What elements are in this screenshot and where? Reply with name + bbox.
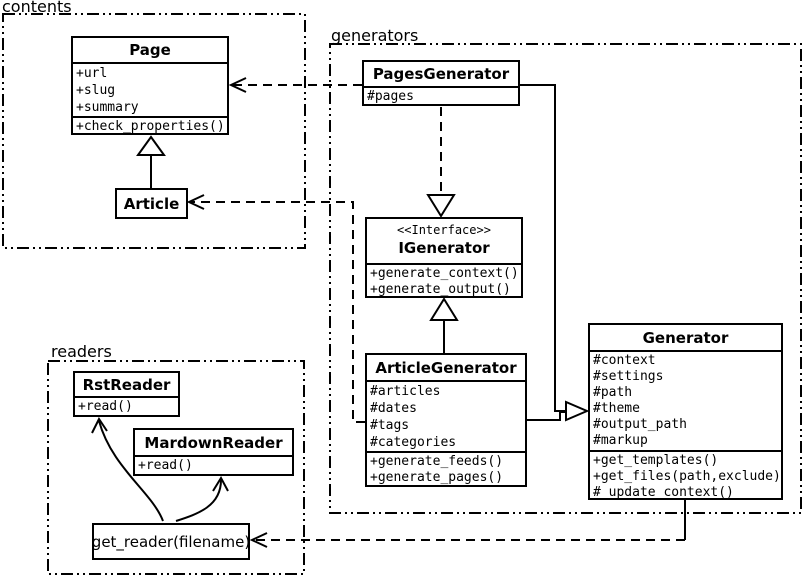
- attribute-row: #context: [593, 353, 656, 368]
- class-generator-methods: +get_templates() +get_files(path,exclude…: [590, 450, 781, 498]
- class-pagesgenerator: PagesGenerator #pages: [362, 60, 520, 106]
- attribute-row: #tags: [370, 418, 410, 433]
- class-article-title: Article: [123, 194, 180, 213]
- class-page-title: Page: [129, 41, 171, 59]
- class-igenerator-stereotype: <<Interface>>: [397, 223, 491, 237]
- class-mardownreader-methods: +read(): [135, 455, 292, 474]
- dependency-articlegenerator-to-article: [186, 194, 365, 423]
- package-border-generators: [329, 43, 802, 514]
- attribute-row: #pages: [367, 89, 414, 104]
- package-label-readers: readers: [51, 342, 112, 361]
- class-generator-title: Generator: [642, 328, 729, 347]
- dependency-pagesgenerator-to-page: [228, 77, 362, 93]
- attribute-row: #output_path: [593, 417, 687, 432]
- class-rstreader: RstReader +read(): [73, 371, 180, 417]
- method-row: +check_properties(): [76, 119, 225, 133]
- generalization-articlegenerator-to-igenerator: [429, 297, 459, 353]
- package-label-generators: generators: [331, 26, 419, 45]
- attribute-row: #categories: [370, 435, 457, 450]
- function-get-reader: get_reader(filename): [92, 523, 250, 560]
- class-page: Page +url +slug +summary +check_properti…: [71, 36, 229, 135]
- class-pagesgenerator-attributes: #pages: [364, 86, 518, 104]
- attribute-row: #articles: [370, 384, 441, 399]
- method-row: +generate_pages(): [370, 470, 504, 485]
- class-page-attributes: +url +slug +summary: [73, 62, 227, 116]
- realization-pagesgenerator-to-igenerator: [426, 107, 456, 218]
- class-igenerator-title: IGenerator: [398, 239, 490, 257]
- method-row: +get_files(path,exclude): [593, 469, 781, 484]
- attribute-row: +summary: [76, 100, 139, 115]
- generalization-articlegenerator-to-generator: [527, 400, 590, 422]
- class-mardownreader-title: MardownReader: [144, 433, 283, 452]
- method-row: +read(): [138, 458, 193, 473]
- class-igenerator: <<Interface>> IGenerator +generate_conte…: [365, 217, 523, 298]
- attribute-row: +slug: [76, 83, 116, 98]
- method-row: #_update_context(): [593, 485, 734, 498]
- attribute-row: +url: [76, 66, 108, 81]
- dependency-generator-to-getreader: [249, 500, 686, 548]
- class-generator: Generator #context #settings #path #them…: [588, 323, 783, 500]
- class-mardownreader: MardownReader +read(): [133, 428, 294, 476]
- attribute-row: #theme: [593, 401, 640, 416]
- generalization-article-to-page: [136, 135, 166, 189]
- attribute-row: #settings: [593, 369, 664, 384]
- method-row: +read(): [78, 399, 133, 414]
- class-rstreader-title: RstReader: [82, 375, 171, 394]
- arrow-getreader-to-mardownreader: [175, 475, 229, 522]
- package-border-readers: [47, 360, 305, 575]
- class-articlegenerator-attributes: #articles #dates #tags #categories: [367, 380, 525, 451]
- arrow-getreader-to-rstreader: [91, 417, 164, 522]
- class-page-methods: +check_properties(): [73, 116, 227, 133]
- method-row: +get_templates(): [593, 453, 719, 468]
- attribute-row: #dates: [370, 401, 417, 416]
- class-articlegenerator-title: ArticleGenerator: [375, 358, 517, 377]
- class-pagesgenerator-title: PagesGenerator: [372, 65, 510, 83]
- class-igenerator-header: <<Interface>> IGenerator: [367, 219, 521, 263]
- class-article: Article: [115, 188, 188, 219]
- attribute-row: #markup: [593, 433, 648, 448]
- method-row: +generate_output(): [370, 282, 511, 296]
- attribute-row: #path: [593, 385, 633, 400]
- class-rstreader-methods: +read(): [75, 396, 178, 415]
- method-row: +generate_feeds(): [370, 454, 504, 469]
- package-label-contents: contents: [2, 0, 72, 16]
- package-border-contents: [2, 13, 306, 249]
- class-articlegenerator: ArticleGenerator #articles #dates #tags …: [365, 353, 527, 487]
- class-generator-attributes: #context #settings #path #theme #output_…: [590, 350, 781, 450]
- method-row: +generate_context(): [370, 266, 519, 281]
- class-igenerator-methods: +generate_context() +generate_output(): [367, 263, 521, 296]
- class-articlegenerator-methods: +generate_feeds() +generate_pages(): [367, 451, 525, 485]
